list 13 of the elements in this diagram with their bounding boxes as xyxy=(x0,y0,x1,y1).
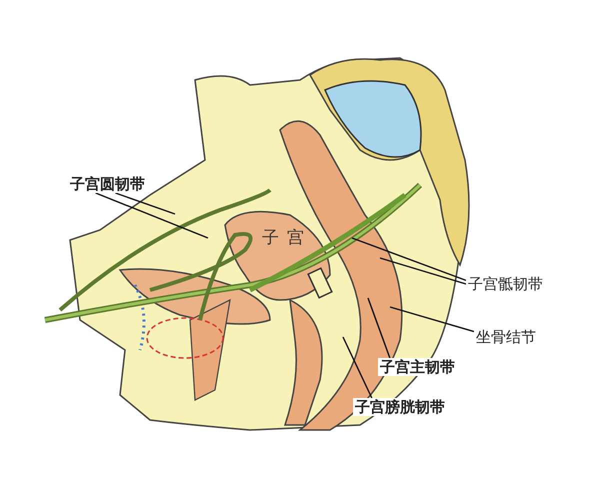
callout-label: 坐骨结节 xyxy=(474,328,538,346)
leader-line xyxy=(95,192,208,239)
callout-label: 子宫骶韧带 xyxy=(466,275,545,293)
leader-line xyxy=(367,298,390,358)
leader-line xyxy=(115,192,176,215)
leader-line xyxy=(342,336,372,398)
callout-label: 子宫膀胱韧带 xyxy=(353,398,447,416)
callout-label: 子宫主韧带 xyxy=(378,358,457,376)
callout-label: 子宫圆韧带 xyxy=(68,175,147,193)
leader-line xyxy=(390,306,474,332)
leader-line xyxy=(352,237,466,282)
organ-label: 子宫 xyxy=(262,227,312,249)
leader-line xyxy=(380,257,466,285)
